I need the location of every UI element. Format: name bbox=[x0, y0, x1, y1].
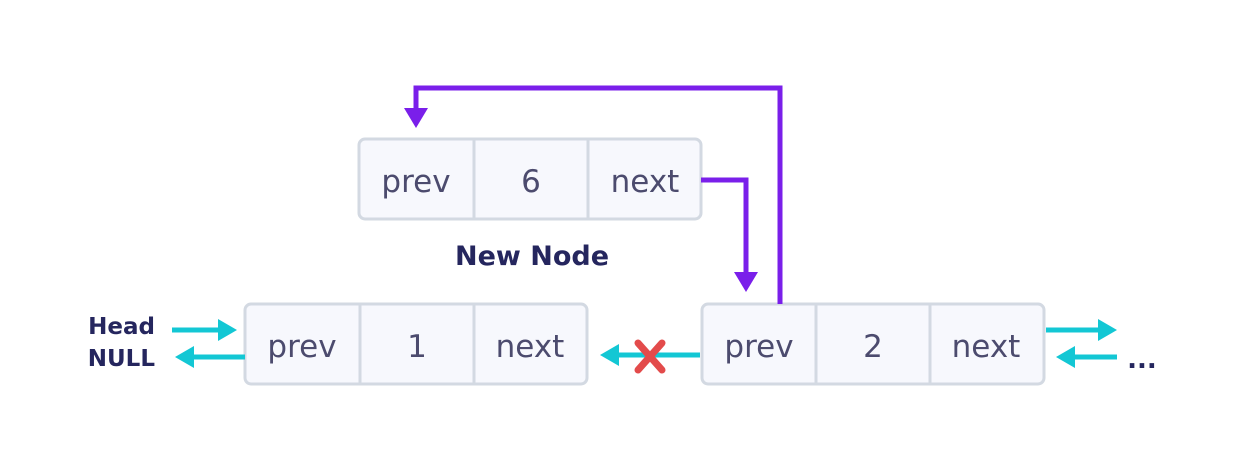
new-links bbox=[404, 85, 783, 304]
arrowhead-left-icon bbox=[600, 344, 619, 366]
node-2: prev 2 next bbox=[700, 302, 1046, 386]
node-1-prev-field: prev bbox=[267, 329, 336, 365]
node-2-next-field: next bbox=[952, 329, 1021, 365]
new-node: prev 6 next New Node bbox=[357, 137, 703, 272]
null-label: NULL bbox=[88, 346, 156, 372]
existing-links bbox=[172, 319, 1117, 368]
new-node-caption: New Node bbox=[455, 241, 609, 272]
arrowhead-down-icon bbox=[404, 108, 428, 128]
arrowhead-right-icon bbox=[218, 319, 237, 341]
new-node-value: 6 bbox=[521, 164, 541, 200]
node-1: prev 1 next bbox=[243, 302, 589, 386]
new-node-next-field: next bbox=[611, 164, 680, 200]
new-node-next-to-node-2-arrow bbox=[701, 177, 749, 273]
node-2-prev-to-new-node-arrow bbox=[413, 85, 783, 304]
node-2-prev-field: prev bbox=[724, 329, 793, 365]
node-2-value: 2 bbox=[863, 329, 883, 365]
arrowhead-right-icon bbox=[1098, 319, 1117, 341]
node-1-value: 1 bbox=[407, 329, 427, 365]
arrowhead-down-icon bbox=[734, 272, 758, 292]
node-2-box bbox=[700, 302, 1046, 386]
arrowhead-left-icon bbox=[1056, 346, 1075, 368]
node-1-next-field: next bbox=[496, 329, 565, 365]
node-1-box bbox=[243, 302, 589, 386]
new-node-prev-field: prev bbox=[381, 164, 450, 200]
arrowhead-left-icon bbox=[175, 346, 194, 368]
cross-icon bbox=[634, 339, 666, 374]
head-label: Head bbox=[88, 314, 155, 340]
continuation-ellipsis: ... bbox=[1127, 345, 1157, 375]
